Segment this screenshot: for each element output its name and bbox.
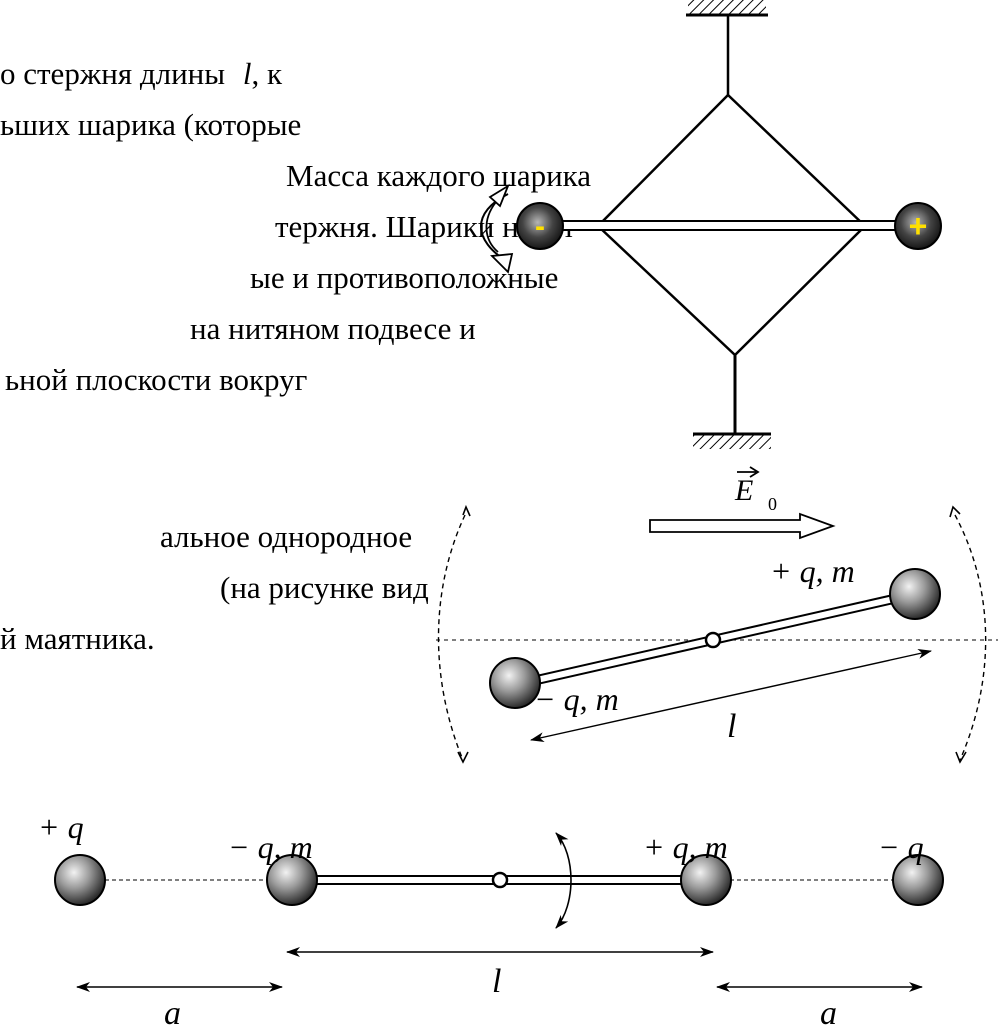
swing-arc-right-head-top bbox=[949, 505, 961, 518]
rod-1 bbox=[559, 220, 906, 231]
rotation-arrow-head-top bbox=[488, 183, 510, 208]
ball-negative-2 bbox=[489, 657, 541, 709]
pivot-3 bbox=[491, 871, 509, 889]
length-label-2: l bbox=[727, 708, 736, 745]
text-line-3: Масса каждого шарика bbox=[286, 158, 592, 193]
label-minus-q-m: − q, m bbox=[534, 681, 619, 717]
figure-2-dipole-in-field: E 0 + q, m − q, m l bbox=[436, 466, 998, 764]
figure-3-dipole-between-charges: + q − q, m + q, m − q l a a bbox=[38, 809, 944, 1032]
swing-arc-right bbox=[954, 514, 987, 761]
text-line-8: альное однородное bbox=[160, 519, 413, 554]
label-left-q: + q bbox=[38, 809, 84, 845]
ball-positive-2 bbox=[889, 568, 941, 620]
rotation-arrow-3 bbox=[555, 832, 572, 929]
length-arrow-2 bbox=[530, 648, 932, 743]
length-label-3: l bbox=[492, 963, 501, 1000]
text-line-1-var: l bbox=[242, 56, 252, 91]
charge-right bbox=[892, 854, 944, 906]
text-line-1-tail: , к bbox=[251, 56, 283, 91]
label-left-ball: − q, m bbox=[228, 829, 313, 865]
text-line-10: й маятника. bbox=[0, 621, 155, 656]
floor-hatch bbox=[693, 435, 771, 449]
swing-arc-right-head-bottom bbox=[955, 751, 967, 764]
text-line-9: (на рисунке вид bbox=[220, 570, 429, 605]
text-line-7: ьной плоскости вокруг bbox=[5, 362, 308, 397]
field-subscript: 0 bbox=[768, 494, 777, 514]
charge-left bbox=[54, 854, 106, 906]
label-plus-q-m: + q, m bbox=[770, 553, 855, 589]
figure-1-suspension: - + bbox=[480, 0, 942, 449]
ball-plus bbox=[894, 202, 942, 250]
distance-label-right: a bbox=[820, 995, 837, 1032]
ball-positive-3 bbox=[680, 854, 732, 906]
text-line-6: на нитяном подвесе и bbox=[190, 311, 476, 346]
ceiling-hatch bbox=[688, 0, 766, 14]
label-right-ball: + q, m bbox=[643, 829, 728, 865]
distance-label-left: a bbox=[164, 995, 181, 1032]
field-label: E bbox=[734, 474, 753, 507]
text-line-2: ьших шарика (которые bbox=[0, 107, 302, 142]
rotation-arrow-inner bbox=[485, 201, 499, 253]
plus-sign: + bbox=[909, 208, 928, 244]
text-line-1-main: о стержня длины bbox=[0, 56, 226, 91]
swing-arc-left-head-top bbox=[462, 504, 471, 517]
rotation-arrow-head-bottom bbox=[490, 252, 514, 274]
ball-minus bbox=[516, 202, 564, 250]
ball-negative-3 bbox=[266, 854, 318, 906]
swing-arc-left-head-bottom bbox=[457, 751, 469, 764]
minus-sign: - bbox=[535, 210, 545, 243]
label-right-q: − q bbox=[878, 829, 924, 865]
swing-arc-left bbox=[437, 514, 466, 761]
field-arrow bbox=[649, 512, 836, 540]
text-line-1: о стержня длины l, к bbox=[0, 56, 435, 92]
field-vector-head bbox=[749, 466, 760, 478]
pivot-2 bbox=[704, 631, 722, 649]
